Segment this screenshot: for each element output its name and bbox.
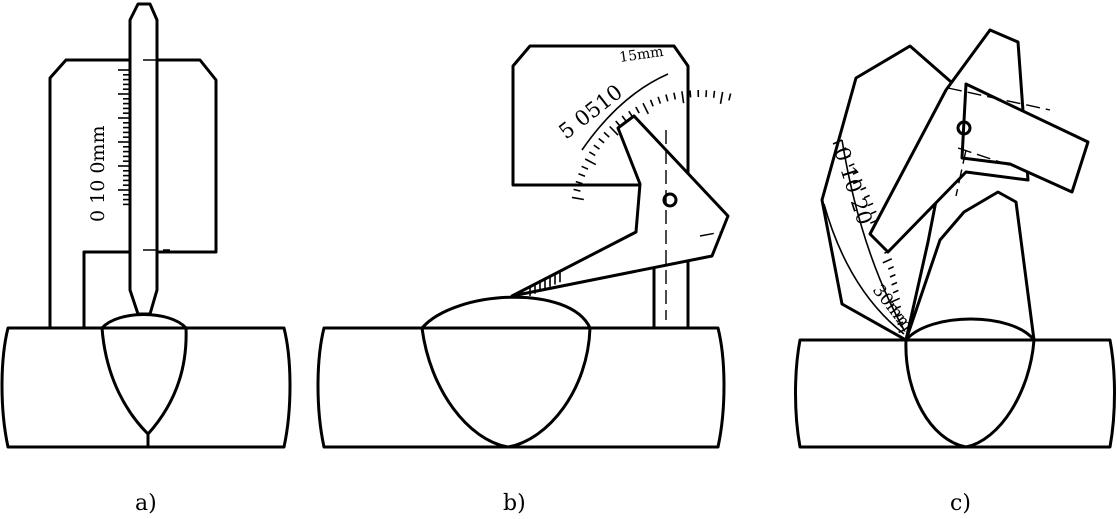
gauge-rod-a xyxy=(128,2,159,316)
scale-tick-c xyxy=(844,155,851,159)
scale-tick-b xyxy=(649,99,654,107)
weld-bead-b xyxy=(420,295,592,449)
scale-label-c: 0 10 20 xyxy=(829,144,877,228)
angle-ticks-b xyxy=(529,272,561,296)
caption-b: b) xyxy=(503,491,526,516)
scale-tick-b xyxy=(681,91,685,104)
scale-tick-c xyxy=(890,297,901,304)
gauge-leg-c xyxy=(904,190,1036,342)
scale-tick-b xyxy=(712,90,716,98)
scale-tick-b xyxy=(719,91,724,104)
base-plate-b xyxy=(316,326,726,449)
scale-tick-b xyxy=(673,92,677,100)
scale-tick-b xyxy=(571,196,584,201)
caption-c: c) xyxy=(950,491,971,516)
scale-tick-b xyxy=(728,93,732,101)
weld-bead-a xyxy=(100,313,188,436)
scale-tick-c xyxy=(852,170,859,175)
scale-tick-c xyxy=(860,186,867,191)
scale-ticks-a xyxy=(118,69,130,206)
scale-tick-c xyxy=(863,194,870,199)
scale-tick-b xyxy=(581,165,589,170)
scale-tick-c xyxy=(832,139,843,145)
scale-tick-b xyxy=(642,102,650,115)
scale-tick-c xyxy=(852,178,863,185)
scale-tick-b xyxy=(635,106,640,114)
scale-tick-c xyxy=(897,321,904,326)
scale-tick-c xyxy=(889,273,896,278)
scale-tick-c xyxy=(895,305,902,310)
scale-tick-c xyxy=(887,265,895,270)
scale-unit-b: 15mm xyxy=(618,44,664,66)
scale-tick-b xyxy=(689,90,692,98)
scale-tick-c xyxy=(892,289,899,294)
scale-tick-b xyxy=(578,173,586,178)
scale-tick-c xyxy=(840,147,847,152)
figure-c: 0 10 20 30mm c) xyxy=(794,28,1116,516)
scale-label-b: 5 0510 xyxy=(554,80,627,144)
scale-tick-b xyxy=(593,144,600,150)
pivot-screw-c xyxy=(956,120,972,136)
pivot-screw-b xyxy=(662,192,678,208)
gauge-body-c xyxy=(820,44,960,342)
scale-tick-c xyxy=(848,163,855,167)
figure-b: 5 0510 15mm b) xyxy=(316,44,732,516)
scale-tick-b xyxy=(575,180,583,185)
scale-tick-c xyxy=(898,329,905,334)
scale-tick-c xyxy=(870,210,877,215)
figure-a: 0 10 0mm a) xyxy=(0,2,292,516)
gauge-body-a xyxy=(48,58,218,330)
scale-tick-c xyxy=(891,281,898,286)
gauge-pointer-c xyxy=(868,28,1030,254)
scale-tick-b xyxy=(584,158,597,166)
scale-tick-b xyxy=(573,188,581,192)
scale-tick-c xyxy=(896,313,903,318)
scale-label-a: 0 10 0mm xyxy=(87,126,109,222)
scale-tick-b xyxy=(598,137,605,144)
scale-tick-c xyxy=(882,258,893,264)
scale-tick-b xyxy=(609,125,619,136)
scale-arc-c xyxy=(841,139,905,331)
base-plate-a xyxy=(0,326,292,449)
weld-bead-c xyxy=(904,317,1036,449)
base-plate-c xyxy=(794,338,1116,449)
gauge-pointer-b xyxy=(510,114,730,298)
scale-tick-b xyxy=(657,96,662,104)
scale-tick-b xyxy=(603,131,610,138)
scale-tick-b xyxy=(665,94,669,102)
gauge-blade-c xyxy=(960,82,1090,194)
scale-tick-c xyxy=(867,202,874,207)
caption-a: a) xyxy=(135,491,157,516)
scale-tick-b xyxy=(588,151,596,157)
